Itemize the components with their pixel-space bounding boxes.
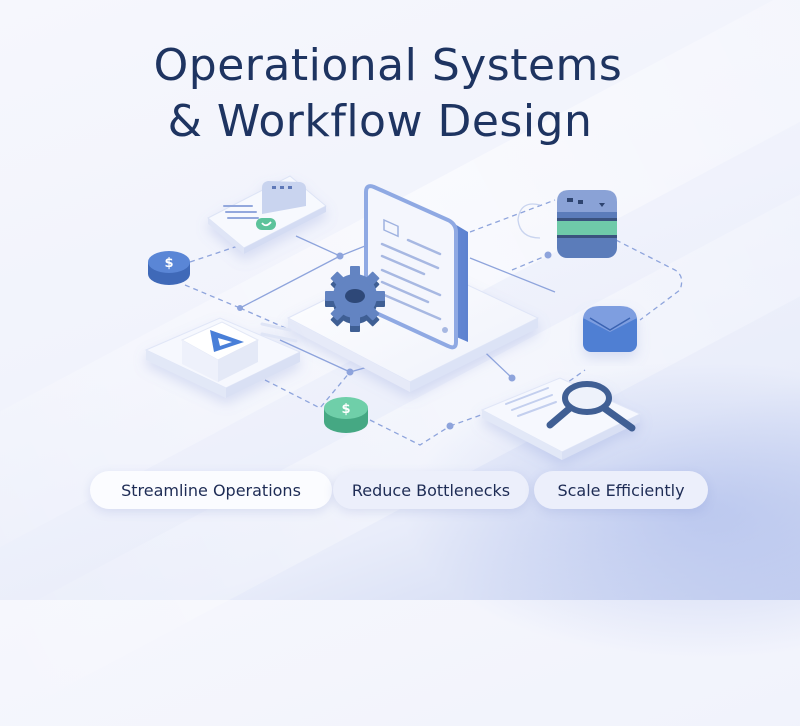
svg-text:$: $ <box>164 256 173 271</box>
pill-scale-efficiently[interactable]: Scale Efficiently <box>534 471 708 509</box>
dollar-coin-icon: $ <box>148 251 190 285</box>
page-title: Operational Systems & Workflow Design <box>0 38 800 150</box>
pill-streamline-operations[interactable]: Streamline Operations <box>90 471 332 509</box>
play-button-icon <box>144 317 302 398</box>
pill-reduce-bottlenecks[interactable]: Reduce Bottlenecks <box>333 471 529 509</box>
magnifier-icon <box>480 377 642 460</box>
mail-cube-icon <box>583 306 637 352</box>
title-line-1: Operational Systems <box>153 40 623 91</box>
svg-text:$: $ <box>341 402 350 417</box>
title-line-2: & Workflow Design <box>167 96 593 147</box>
gear-icon <box>325 266 385 332</box>
workflow-illustration: $ $ <box>144 175 683 460</box>
dollar-coin-icon: $ <box>324 397 368 433</box>
checklist-card-icon <box>207 175 327 254</box>
document-icon <box>364 184 468 350</box>
database-icon <box>557 190 617 258</box>
